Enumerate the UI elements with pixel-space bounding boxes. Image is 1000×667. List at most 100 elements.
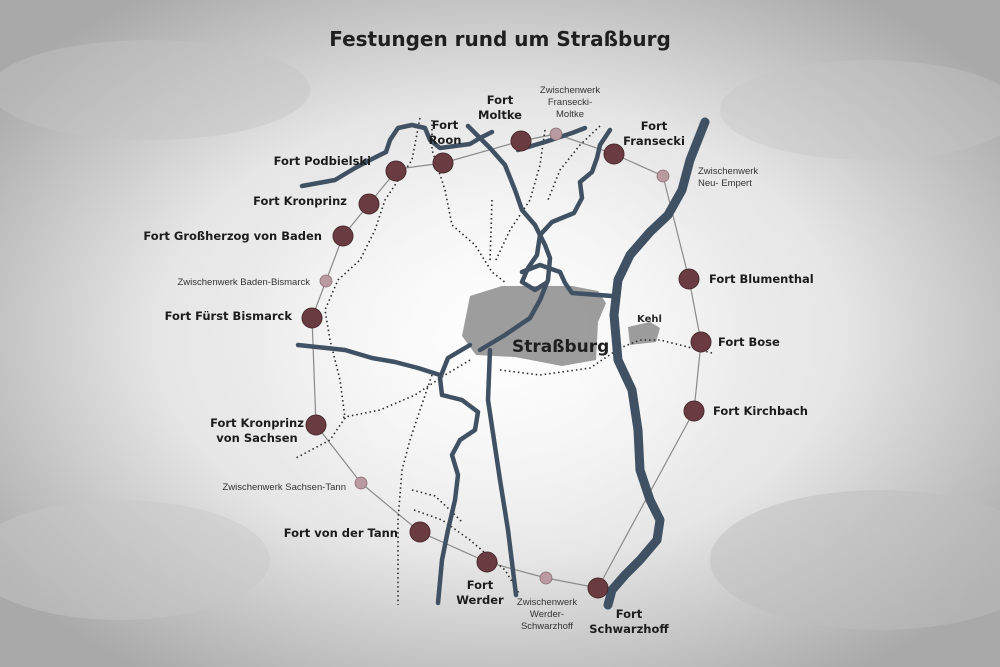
label-line: Roon (429, 133, 462, 147)
zwischenwerk-label: Zwischenwerk Baden-Bismarck (177, 277, 310, 288)
fort-label: Fort Fürst Bismarck (165, 309, 293, 323)
rhine-river (603, 117, 710, 610)
background-texture (710, 490, 1000, 630)
fort-label: Fort von der Tann (284, 526, 398, 540)
harbour-channel (519, 262, 615, 299)
zwischenwerk-label: Zwischenwerk Sachsen-Tann (222, 482, 346, 493)
fort-marker (332, 225, 354, 247)
label-line: Fort Kirchbach (713, 404, 808, 418)
strasbourg-city-area (462, 286, 606, 366)
ill-river-south (435, 342, 481, 606)
zwischenwerk-baden-bismarck: Zwischenwerk Baden-Bismarck (177, 274, 333, 288)
fort-grossherzog: Fort Großherzog von Baden (143, 225, 354, 247)
railway-line (489, 199, 493, 263)
label-line: Fort (467, 578, 494, 592)
zwischenwerk-sachsen-tann: Zwischenwerk Sachsen-Tann (222, 476, 368, 493)
ill-meander (519, 127, 613, 293)
fort-marker (305, 414, 327, 436)
fort-bose: Fort Bose (690, 331, 780, 353)
label-line: Schwarzhoff (521, 621, 573, 632)
railway-lines (295, 117, 713, 605)
background-texture (720, 60, 1000, 160)
label-line: Fort Blumenthal (709, 272, 814, 286)
railway-line (494, 129, 546, 263)
label-line: Werder- (530, 609, 564, 620)
railway-line (339, 359, 471, 419)
fort-podbielski: Fort Podbielski (274, 154, 407, 182)
fort-label: Fort Großherzog von Baden (143, 229, 322, 243)
railway-line (413, 509, 521, 596)
railway-line (547, 125, 601, 201)
fort-kirchbach: Fort Kirchbach (683, 400, 808, 422)
fort-label: Fort Kronprinz (253, 194, 347, 208)
ill-river (465, 123, 553, 353)
waterway-north (383, 122, 495, 155)
label-line: Zwischenwerk (517, 597, 577, 608)
zwischenwerk-marker (354, 476, 368, 490)
background-texture (0, 40, 310, 140)
fort-marker (603, 143, 625, 165)
label-line: Fort Großherzog von Baden (143, 229, 322, 243)
fort-marker (476, 551, 498, 573)
label-line: Werder (456, 593, 504, 607)
label-line: Zwischenwerk (540, 85, 600, 96)
label-line: Fort (616, 607, 643, 621)
label-line: Fort Kronprinz (253, 194, 347, 208)
zwischenwerk-marker (319, 274, 333, 288)
fort-marker (587, 577, 609, 599)
fort-kronprinz: Fort Kronprinz (253, 193, 380, 215)
label-line: Fort Fürst Bismarck (165, 309, 293, 323)
label-line: Schwarzhoff (589, 622, 669, 636)
city-label-kehl: Kehl (637, 314, 662, 325)
label-line: Fort Podbielski (274, 154, 371, 168)
kehl-city-area (628, 322, 660, 345)
label-line: Fransecki- (548, 97, 592, 108)
label-line: Zwischenwerk (698, 166, 758, 177)
label-line: Fort von der Tann (284, 526, 398, 540)
zwischenwerk-marker (656, 169, 670, 183)
railway-line (499, 339, 713, 376)
fort-label: Fort Bose (718, 335, 780, 349)
fort-blumenthal: Fort Blumenthal (678, 268, 814, 290)
label-line: Fort (432, 118, 459, 132)
fort-fuerst-bismarck: Fort Fürst Bismarck (165, 307, 323, 329)
fort-marker (358, 193, 380, 215)
fort-label: Fort Blumenthal (709, 272, 814, 286)
label-line: Neu- Empert (698, 178, 752, 189)
bruche-canal (295, 342, 443, 378)
fort-label: Fort Podbielski (274, 154, 371, 168)
fort-von-der-tann: Fort von der Tann (284, 521, 431, 543)
label-line: von Sachsen (216, 431, 297, 445)
label-line: Fort Bose (718, 335, 780, 349)
zwischenwerk-marker (539, 571, 553, 585)
label-line: Fort Kronprinz (210, 416, 304, 430)
zwischenwerk-marker (549, 127, 563, 141)
fort-marker (432, 152, 454, 174)
railway-line (295, 117, 421, 459)
label-line: Moltke (556, 109, 584, 120)
background-texture (0, 500, 270, 620)
label-line: Zwischenwerk Baden-Bismarck (177, 277, 310, 288)
map-title: Festungen rund um Straßburg (329, 27, 671, 51)
city-label-strasbourg: Straßburg (512, 337, 609, 357)
label-line: Fort (487, 93, 514, 107)
